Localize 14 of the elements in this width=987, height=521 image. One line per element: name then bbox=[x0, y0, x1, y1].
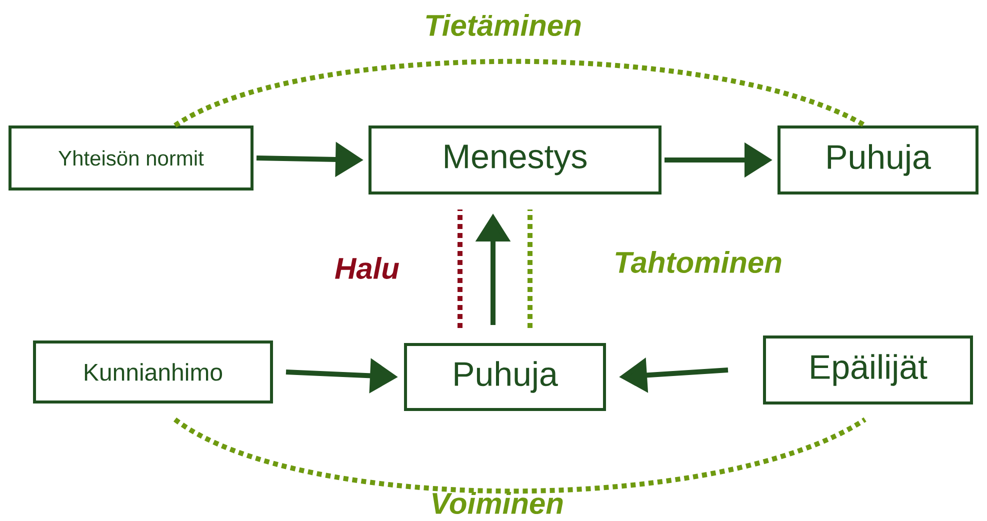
text-box: Menestys bbox=[368, 126, 662, 194]
text-box: Puhuja bbox=[778, 126, 978, 194]
edge-label: Tahtominen bbox=[616, 250, 782, 274]
text-box: Puhuja bbox=[404, 343, 606, 411]
edge-label: Tietäminen bbox=[426, 14, 581, 36]
dotted-line bbox=[174, 58, 866, 128]
text-box: Yhteisön normit bbox=[8, 126, 254, 190]
text-box: Kunnianhimo bbox=[33, 340, 273, 404]
dotted-line bbox=[458, 210, 462, 328]
dotted-line bbox=[174, 417, 866, 494]
text-box: Epäilijät bbox=[763, 336, 973, 404]
dotted-line bbox=[528, 210, 532, 328]
edge-label: Voiminen bbox=[432, 492, 563, 514]
edge-label: Halu bbox=[335, 256, 399, 280]
